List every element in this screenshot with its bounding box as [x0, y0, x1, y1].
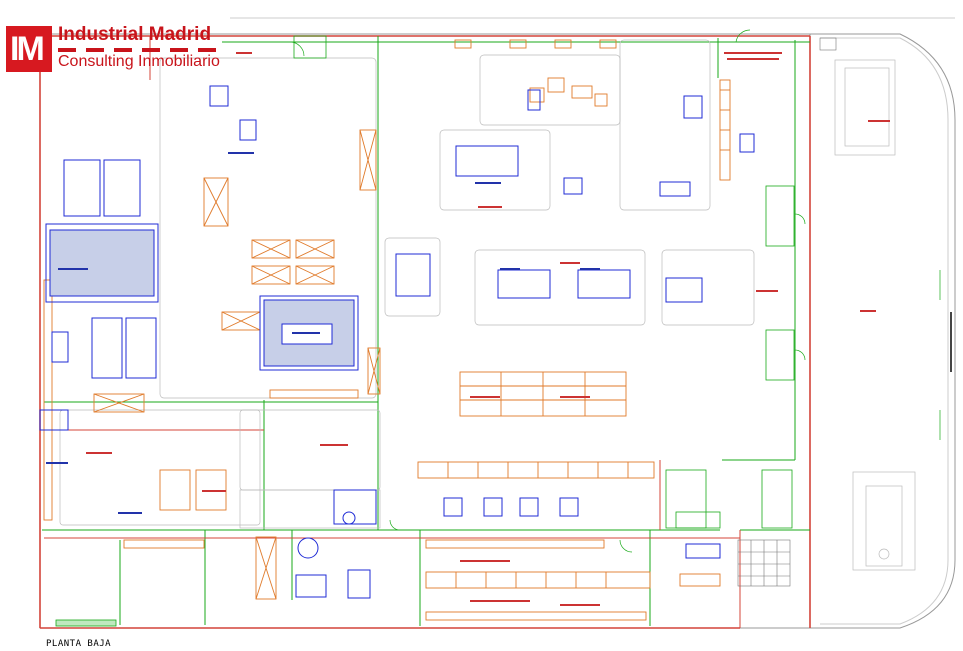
- partition-lines: [42, 36, 810, 626]
- furniture-blocks: [43, 39, 731, 621]
- logo-mark: IM: [6, 26, 52, 72]
- logo-company-name: Industrial Madrid: [58, 24, 212, 45]
- floor-plan-title: PLANTA BAJA: [46, 639, 112, 649]
- side-annotation: [950, 312, 952, 372]
- logo-initials: IM: [10, 30, 45, 68]
- annotation-marks-blue: [46, 152, 600, 514]
- service-rooms: [55, 35, 795, 627]
- room-outlines: [59, 39, 916, 571]
- company-logo: IM Industrial Madrid Consulting Inmobili…: [6, 24, 220, 72]
- door-swings: [289, 29, 941, 553]
- logo-tagline: Consulting Inmobiliario: [58, 53, 220, 70]
- exterior-walls: [39, 35, 811, 629]
- logo-divider: [58, 48, 218, 52]
- building-outline: [39, 33, 956, 629]
- equipment: [39, 85, 755, 599]
- interior-walls: [44, 36, 741, 628]
- annotation-marks: [86, 52, 890, 606]
- mechanical-room-grid: [737, 37, 837, 587]
